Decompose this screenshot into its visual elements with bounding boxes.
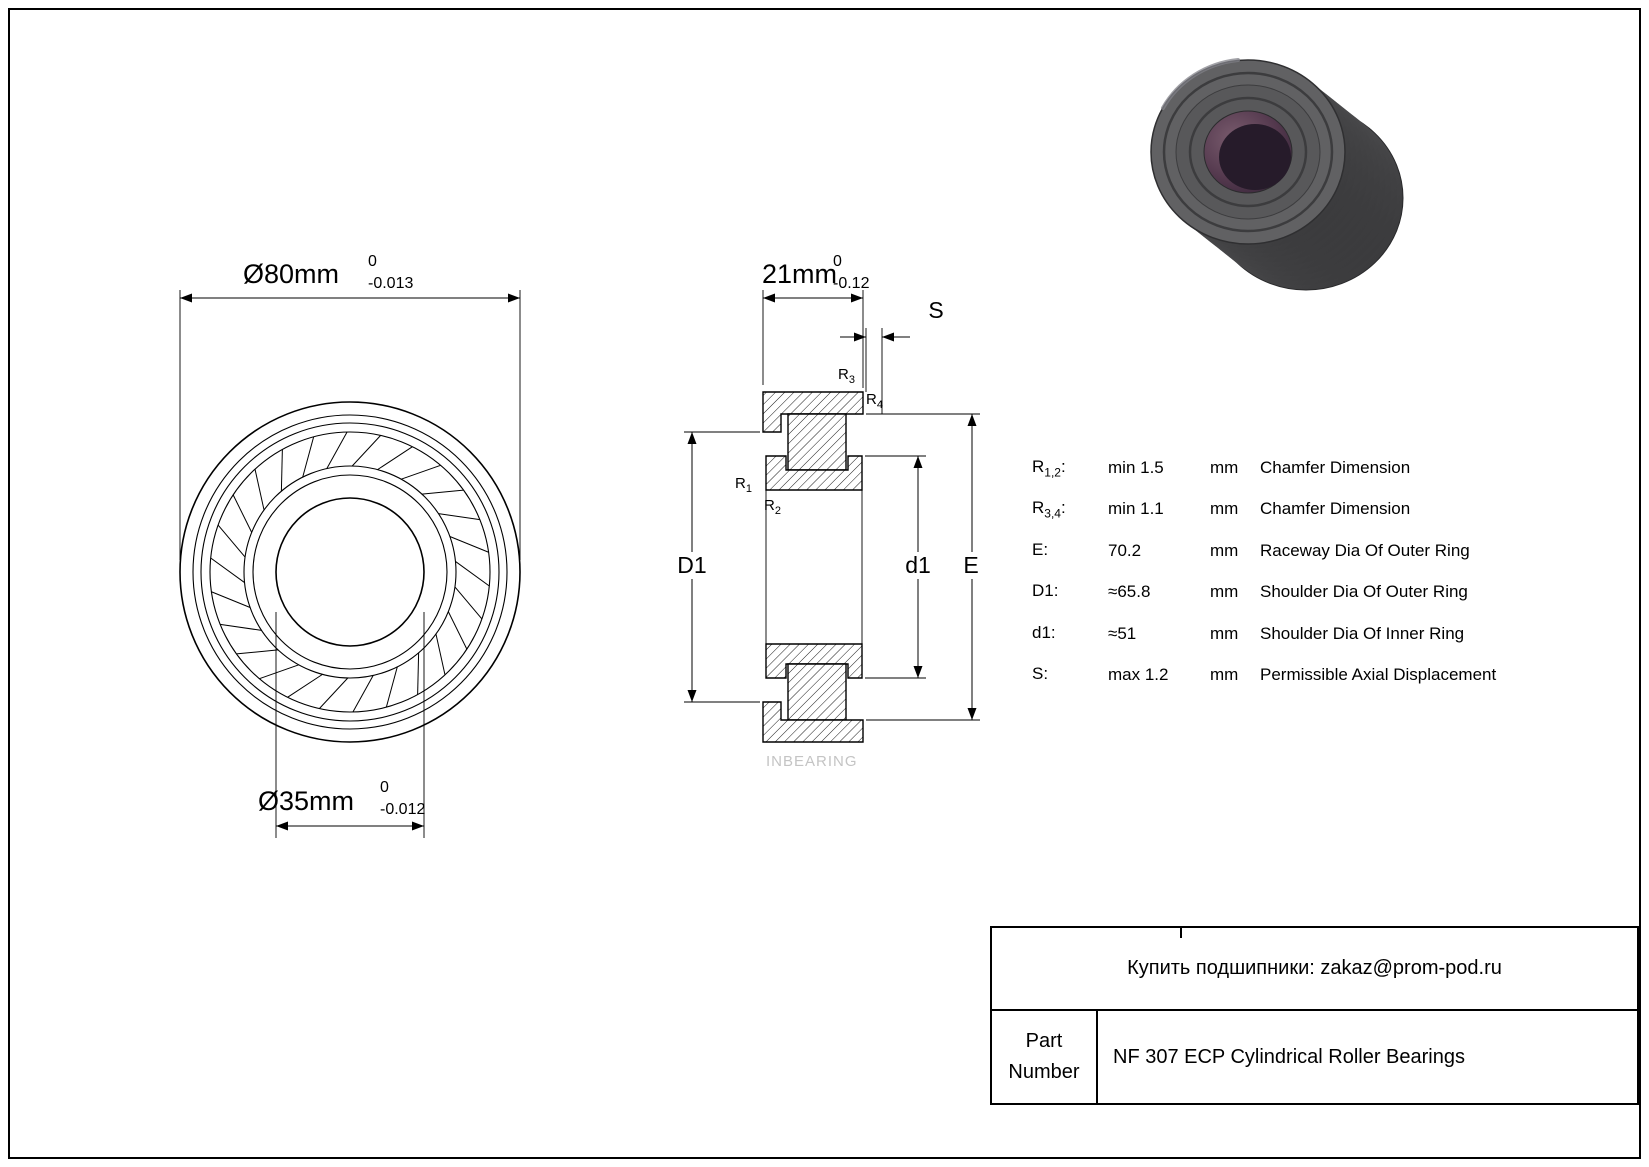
spec-symbol: E: xyxy=(1032,539,1049,559)
part-label-line2: Number xyxy=(1008,1061,1080,1083)
r1-label: R1 xyxy=(735,475,752,495)
spec-value: ≈65.8 xyxy=(1108,582,1151,602)
bore-diameter-text: Ø35mm xyxy=(258,786,354,816)
spec-value: min 1.1 xyxy=(1108,499,1164,519)
outer-diameter-dimension: Ø80mm 0 -0.013 xyxy=(179,253,521,560)
spec-desc: Permissible Axial Displacement xyxy=(1260,665,1497,685)
inner-ring-top-section xyxy=(765,455,863,491)
r3-label: R3 xyxy=(838,366,855,386)
cage-pocket-lines xyxy=(210,431,490,713)
title-block-tick xyxy=(1180,926,1182,938)
outer-ring-chamfer-circle xyxy=(192,414,508,730)
roller-top-section xyxy=(787,413,847,471)
axial-displacement-dimension: S xyxy=(840,297,944,414)
spec-symbol: R3,4: xyxy=(1032,498,1066,521)
bore-diameter-dimension: Ø35mm 0 -0.012 xyxy=(258,612,425,838)
e-label: E xyxy=(963,552,978,578)
spec-row: d1: ≈51 mm Shoulder Dia Of Inner Ring xyxy=(1032,613,1537,655)
spec-value: max 1.2 xyxy=(1108,665,1169,685)
e-label-bg xyxy=(958,552,985,579)
d1-outer-label-bg xyxy=(674,552,710,579)
spec-row: S: max 1.2 mm Permissible Axial Displace… xyxy=(1032,655,1537,697)
inner-ring-bottom-section xyxy=(765,643,863,679)
spec-desc: Shoulder Dia Of Outer Ring xyxy=(1260,582,1468,602)
spec-symbol: R1,2: xyxy=(1032,456,1066,479)
spec-value: 70.2 xyxy=(1108,540,1142,560)
spec-desc: Shoulder Dia Of Inner Ring xyxy=(1260,623,1465,643)
bore-circle xyxy=(275,497,425,647)
spec-unit: mm xyxy=(1210,582,1239,602)
spec-row: E: 70.2 mm Raceway Dia Of Outer Ring xyxy=(1032,530,1537,572)
bore-depth-shadow xyxy=(1219,124,1291,190)
d1-inner-label-bg xyxy=(902,552,935,579)
inner-ring-chamfer-circle xyxy=(252,474,448,670)
section-width-text: 21mm xyxy=(762,259,837,289)
spec-unit: mm xyxy=(1210,623,1239,643)
bore-diameter-tolerance-lower: -0.012 xyxy=(380,801,425,818)
inner-shoulder-dimension: d1 xyxy=(865,455,935,679)
spec-symbol: S: xyxy=(1032,664,1049,684)
section-width-tolerance-upper: 0 xyxy=(833,253,842,270)
d1-outer-label: D1 xyxy=(677,552,706,578)
part-row: Part Number NF 307 ECP Cylindrical Rolle… xyxy=(992,1011,1637,1103)
section-width-tolerance-lower: -0.12 xyxy=(833,275,870,292)
roller-bottom-section xyxy=(787,663,847,721)
face-groove-inner xyxy=(1188,96,1308,208)
spec-row: D1: ≈65.8 mm Shoulder Dia Of Outer Ring xyxy=(1032,572,1537,614)
face-groove-outer xyxy=(1162,71,1334,233)
part-name: NF 307 ECP Cylindrical Roller Bearings xyxy=(1113,1045,1465,1068)
outer-diameter-text: Ø80mm xyxy=(243,259,339,289)
part-name-cell: NF 307 ECP Cylindrical Roller Bearings xyxy=(1098,1011,1637,1103)
contact-row: Купить подшипники: zakaz@prom-pod.ru xyxy=(992,928,1637,1011)
spec-desc: Chamfer Dimension xyxy=(1260,457,1411,477)
bearing-front-view xyxy=(179,401,521,743)
r2-label: R2 xyxy=(764,497,781,517)
spec-desc: Chamfer Dimension xyxy=(1260,499,1411,519)
outer-shoulder-dimension: D1 xyxy=(674,431,760,703)
spec-desc: Raceway Dia Of Outer Ring xyxy=(1260,540,1470,560)
title-block: Купить подшипники: zakaz@prom-pod.ru Par… xyxy=(990,926,1639,1105)
spec-unit: mm xyxy=(1210,499,1239,519)
section-width-dimension: 21mm 0 -0.12 xyxy=(762,253,870,388)
bore-diameter-tolerance-upper: 0 xyxy=(380,779,389,796)
contact-text: Купить подшипники: zakaz@prom-pod.ru xyxy=(1127,957,1502,979)
s-label: S xyxy=(928,297,943,323)
bearing-3d-photo xyxy=(1150,58,1404,291)
border-frame xyxy=(8,8,1641,1159)
d1-inner-label: d1 xyxy=(905,552,931,578)
watermark-text: INBEARING xyxy=(766,753,858,770)
outer-diameter-tolerance-upper: 0 xyxy=(368,253,377,270)
inner-shoulder-circle xyxy=(243,465,457,679)
outer-ring-outline xyxy=(179,401,521,743)
spec-row: R3,4: min 1.1 mm Chamfer Dimension xyxy=(1032,489,1537,531)
part-label-line1: Part xyxy=(1025,1030,1063,1052)
spec-symbol: D1: xyxy=(1032,581,1059,601)
part-number-label: Part Number xyxy=(992,1011,1098,1103)
spec-unit: mm xyxy=(1210,540,1239,560)
spec-unit: mm xyxy=(1210,665,1239,685)
spec-unit: mm xyxy=(1210,457,1239,477)
raceway-dimension: E xyxy=(866,413,985,721)
bearing-cross-section: INBEARING xyxy=(762,391,864,770)
outer-raceway-circle xyxy=(200,422,500,722)
spec-value: min 1.5 xyxy=(1108,457,1164,477)
spec-value: ≈51 xyxy=(1108,623,1137,643)
spec-row: R1,2: min 1.5 mm Chamfer Dimension xyxy=(1032,447,1537,489)
r4-label: R4 xyxy=(866,391,883,411)
rim-highlight xyxy=(1161,58,1240,110)
chamfer-labels: R3 R4 R1 R2 xyxy=(735,366,883,517)
outer-ring-top-section xyxy=(762,391,864,433)
outer-diameter-tolerance-lower: -0.013 xyxy=(368,275,413,292)
outer-shoulder-circle xyxy=(209,431,491,713)
outer-ring-bottom-section xyxy=(762,701,864,743)
spec-symbol: d1: xyxy=(1032,622,1056,642)
spec-table: R1,2: min 1.5 mm Chamfer Dimension R3,4:… xyxy=(1032,447,1537,696)
